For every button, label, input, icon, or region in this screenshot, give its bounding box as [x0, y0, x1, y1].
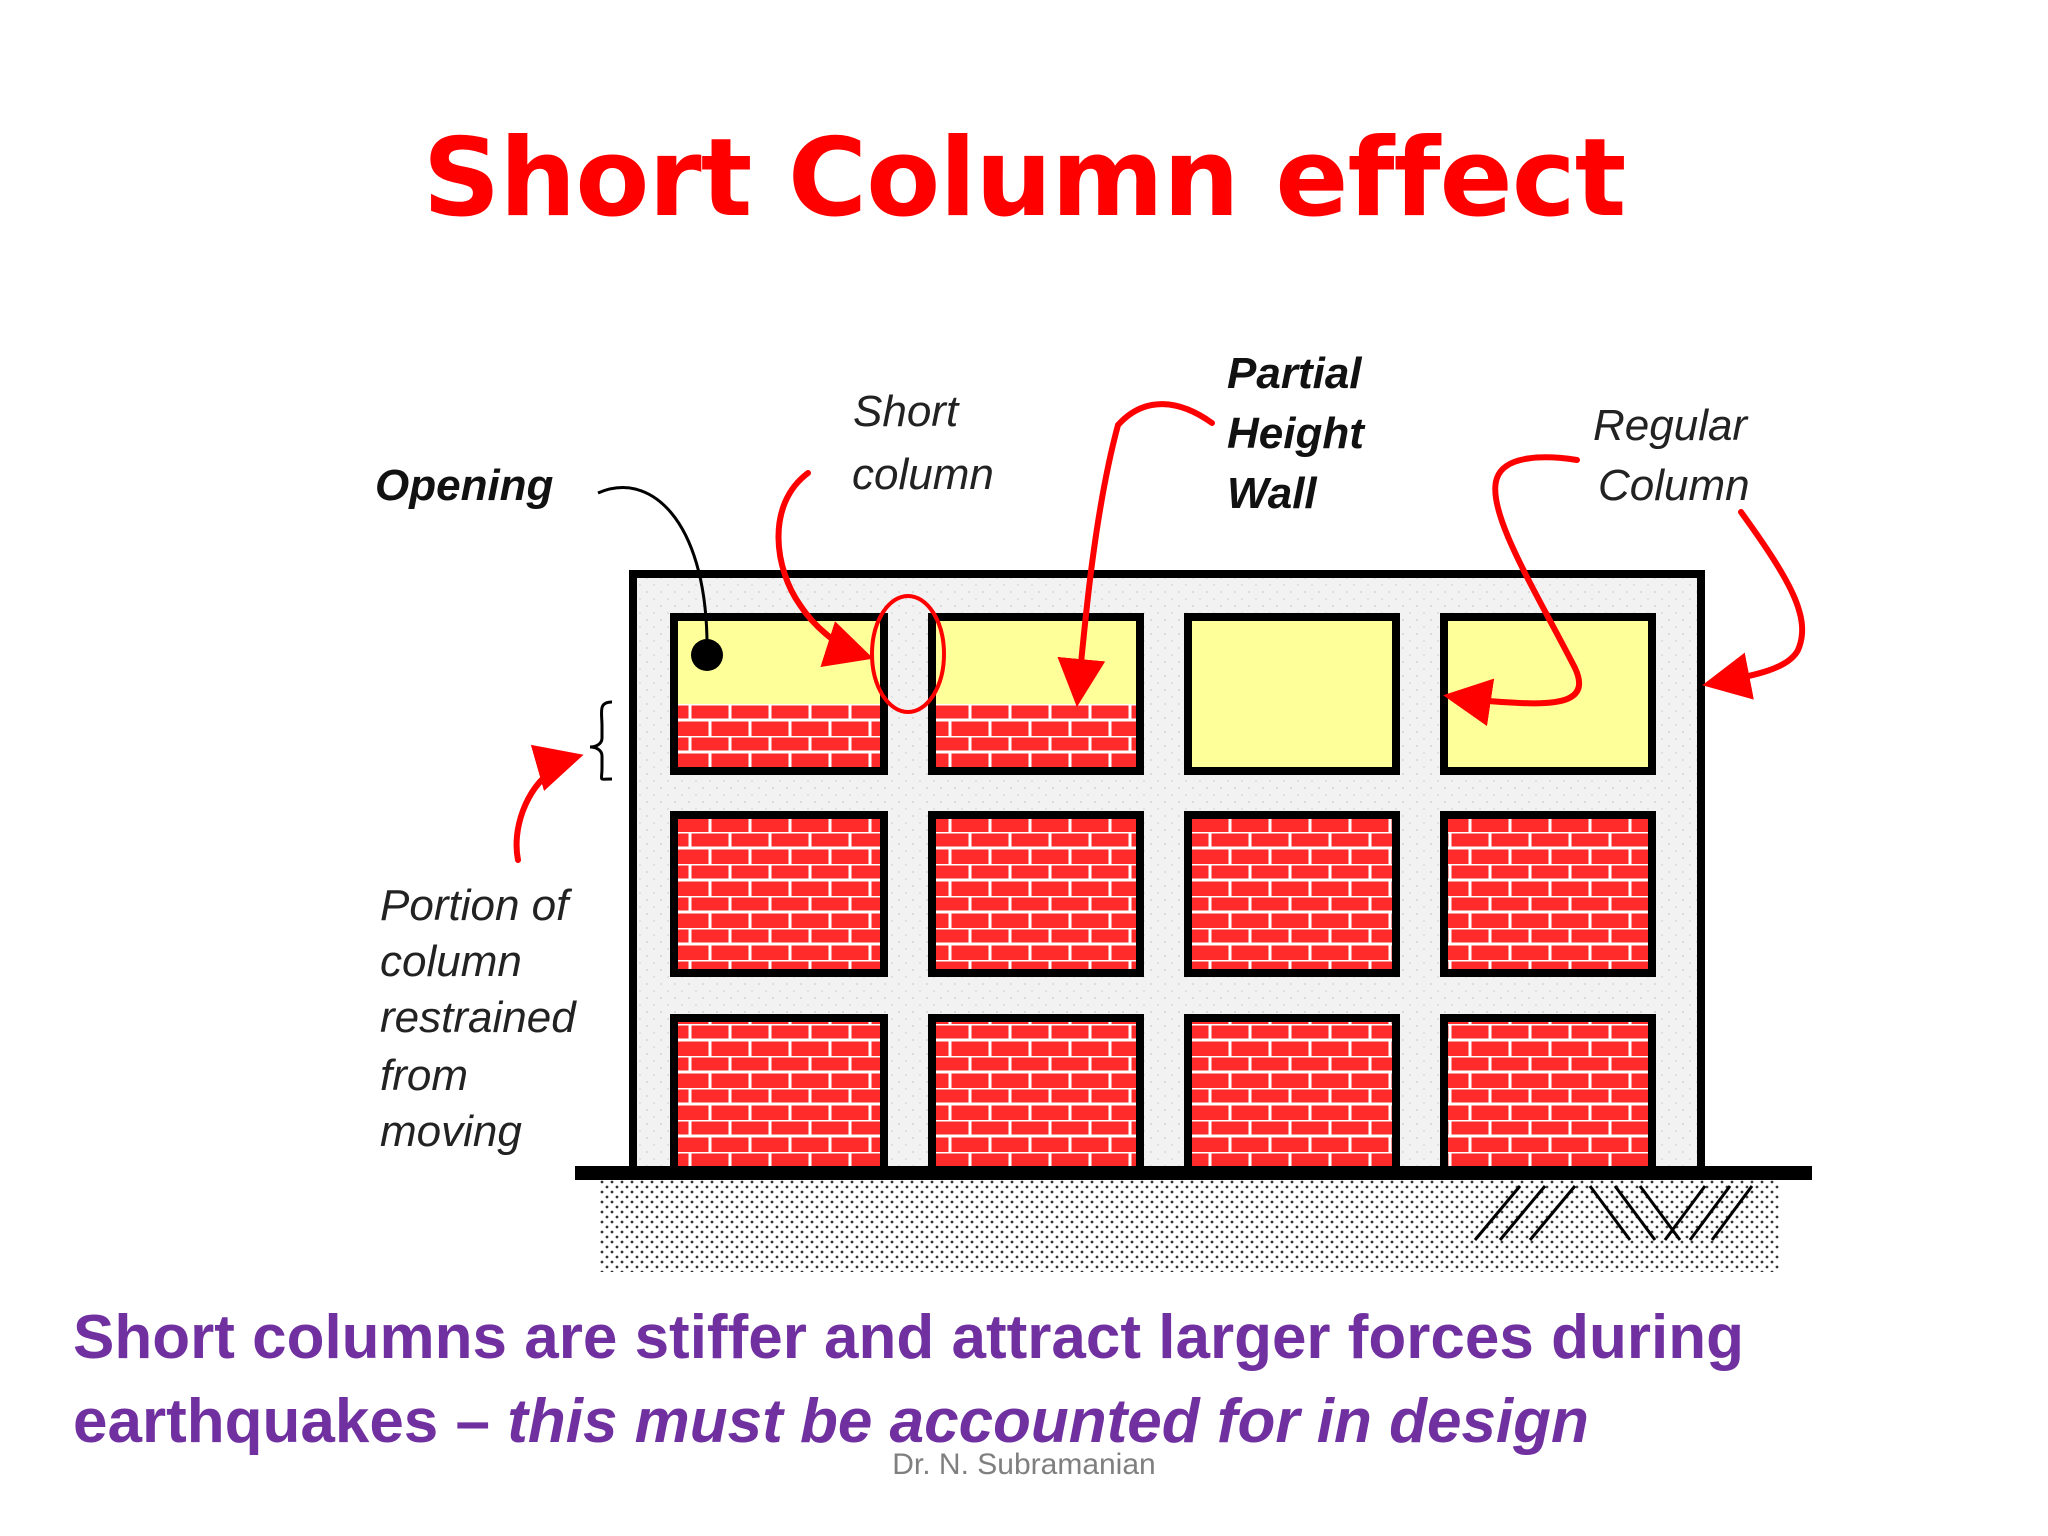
- caption: Short columns are stiffer and attract la…: [73, 1296, 2033, 1464]
- short-column-label-line-1: Short: [853, 387, 960, 436]
- partial-height-wall-label-line-2: Height: [1227, 409, 1366, 458]
- row-2-panels: [670, 811, 1656, 977]
- regular-column-right-arrow: [1702, 509, 1806, 700]
- row-3-panels: [670, 1014, 1656, 1174]
- short-column-label-line-2: column: [852, 450, 994, 499]
- regular-column-label-line-1: Regular: [1593, 401, 1749, 450]
- open-panel: [1440, 613, 1656, 775]
- pointer-arrows: [513, 401, 1806, 863]
- caption-text: Short columns are stiffer and attract la…: [73, 1303, 1744, 1456]
- soil-hatching: [1473, 1185, 1754, 1241]
- restrained-brace: [589, 700, 613, 781]
- partial-wall-arrow: [1057, 401, 1215, 707]
- restrained-label-line-3: restrained: [380, 993, 577, 1042]
- short-column-arrow: [775, 470, 874, 667]
- partial-wall-panel: [932, 704, 1140, 771]
- opening-leader: [597, 486, 709, 641]
- brick-panel: [1184, 1014, 1400, 1174]
- regular-column-label-line-2: Column: [1598, 461, 1750, 510]
- author-credit: Dr. N. Subramanian: [892, 1448, 1156, 1481]
- slide-title: Short Column effect: [422, 116, 1627, 241]
- restrained-label-line-5: moving: [380, 1107, 522, 1156]
- opening-label: Opening: [375, 461, 554, 510]
- restrained-label-line-2: column: [380, 937, 522, 986]
- restrained-label-line-4: from: [380, 1051, 468, 1100]
- soil: [600, 1180, 1780, 1272]
- restrained-arrow: [513, 744, 584, 863]
- brick-panel: [670, 811, 888, 977]
- partial-height-wall-label-line-3: Wall: [1227, 469, 1317, 518]
- partial-wall-panel: [674, 704, 884, 771]
- regular-column-left-arrow: [1443, 454, 1583, 727]
- open-panel: [1184, 613, 1400, 775]
- partial-height-wall-label-line-1: Partial: [1227, 349, 1362, 398]
- brick-panel: [1440, 1014, 1656, 1174]
- brick-panel: [1184, 811, 1400, 977]
- restrained-label-line-1: Portion of: [380, 881, 573, 930]
- brick-panel: [928, 1014, 1144, 1174]
- opening-panel: [932, 617, 1140, 704]
- brick-panel: [928, 811, 1144, 977]
- brick-panel: [670, 1014, 888, 1174]
- caption-emphasis: this must be accounted for in design: [507, 1387, 1589, 1456]
- brick-panel: [1440, 811, 1656, 977]
- opening-dot: [691, 639, 723, 671]
